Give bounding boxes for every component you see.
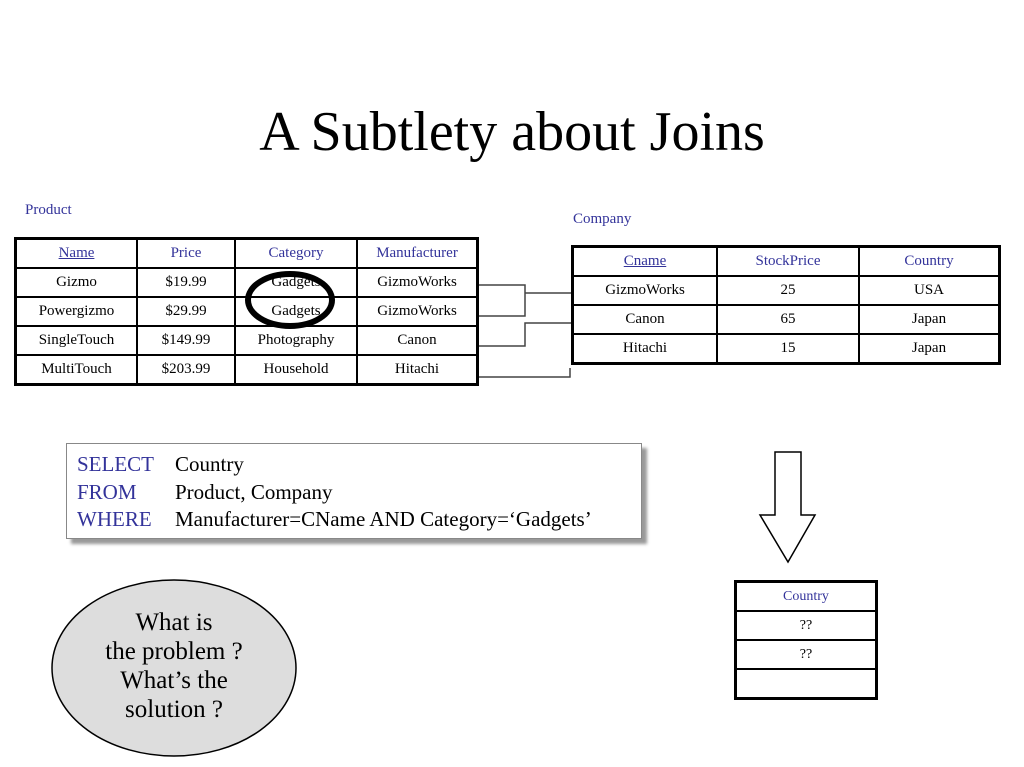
where-clause: WHERE Manufacturer=CName AND Category=‘Ga… xyxy=(77,507,592,532)
column-header: Price xyxy=(136,237,236,269)
cell: GizmoWorks xyxy=(356,296,479,327)
cell: Gadgets xyxy=(234,296,358,327)
cell: GizmoWorks xyxy=(571,275,718,306)
cell: SingleTouch xyxy=(14,325,138,356)
cell: ?? xyxy=(734,610,878,641)
table-row: ?? xyxy=(734,610,878,641)
select-text: Country xyxy=(175,452,244,476)
cell: Household xyxy=(234,354,358,386)
company-label: Company xyxy=(573,211,632,227)
from-text: Product, Company xyxy=(175,480,333,504)
column-header: Name xyxy=(14,237,138,269)
question-bubble xyxy=(51,579,297,757)
cell: 15 xyxy=(716,333,860,365)
sql-query-box: SELECT Country FROM Product, Company WHERE… xyxy=(66,443,642,539)
where-text: Manufacturer=CName AND Category=‘Gadgets… xyxy=(175,507,592,531)
table-header-row: Cname StockPrice Country xyxy=(571,245,1001,277)
cell: ?? xyxy=(734,639,878,670)
cell: Powergizmo xyxy=(14,296,138,327)
from-keyword: FROM xyxy=(77,480,137,504)
join-connectors xyxy=(479,284,571,378)
cell: 25 xyxy=(716,275,860,306)
cell: $203.99 xyxy=(136,354,236,386)
table-header-row: Name Price Category Manufacturer xyxy=(14,237,479,269)
product-table: Name Price Category Manufacturer Gizmo$1… xyxy=(14,237,479,386)
cell: Canon xyxy=(356,325,479,356)
cell: 65 xyxy=(716,304,860,335)
cell: Canon xyxy=(571,304,718,335)
question-line: solution ? xyxy=(125,696,223,723)
where-keyword: WHERE xyxy=(77,507,152,531)
column-header: StockPrice xyxy=(716,245,860,277)
cell: Japan xyxy=(858,333,1001,365)
question-line: the problem ? xyxy=(105,638,243,665)
question-line: What is xyxy=(135,609,213,636)
table-header-row: Country xyxy=(734,580,878,612)
column-header: Country xyxy=(734,580,878,612)
slide-title: A Subtlety about Joins xyxy=(259,101,765,163)
cell: MultiTouch xyxy=(14,354,138,386)
cell: USA xyxy=(858,275,1001,306)
cell: $19.99 xyxy=(136,267,236,298)
cell: Hitachi xyxy=(356,354,479,386)
down-arrow-icon xyxy=(758,451,817,564)
question-text: What is the problem ? What’s the solutio… xyxy=(52,580,296,756)
cell: Gizmo xyxy=(14,267,138,298)
table-row xyxy=(734,668,878,700)
question-line: What’s the xyxy=(120,667,228,694)
cell xyxy=(734,668,878,700)
column-header: Manufacturer xyxy=(356,237,479,269)
select-keyword: SELECT xyxy=(77,452,154,476)
table-row: ?? xyxy=(734,639,878,670)
product-label: Product xyxy=(25,202,72,218)
column-header: Cname xyxy=(571,245,718,277)
cell: Hitachi xyxy=(571,333,718,365)
cell: Photography xyxy=(234,325,358,356)
cell: Japan xyxy=(858,304,1001,335)
cell: Gadgets xyxy=(234,267,358,298)
cell: $29.99 xyxy=(136,296,236,327)
column-header: Country xyxy=(858,245,1001,277)
result-table: Country ?? ?? xyxy=(734,580,878,700)
from-clause: FROM Product, Company xyxy=(77,480,333,505)
select-clause: SELECT Country xyxy=(77,452,244,477)
cell: $149.99 xyxy=(136,325,236,356)
column-header: Category xyxy=(234,237,358,269)
cell: GizmoWorks xyxy=(356,267,479,298)
